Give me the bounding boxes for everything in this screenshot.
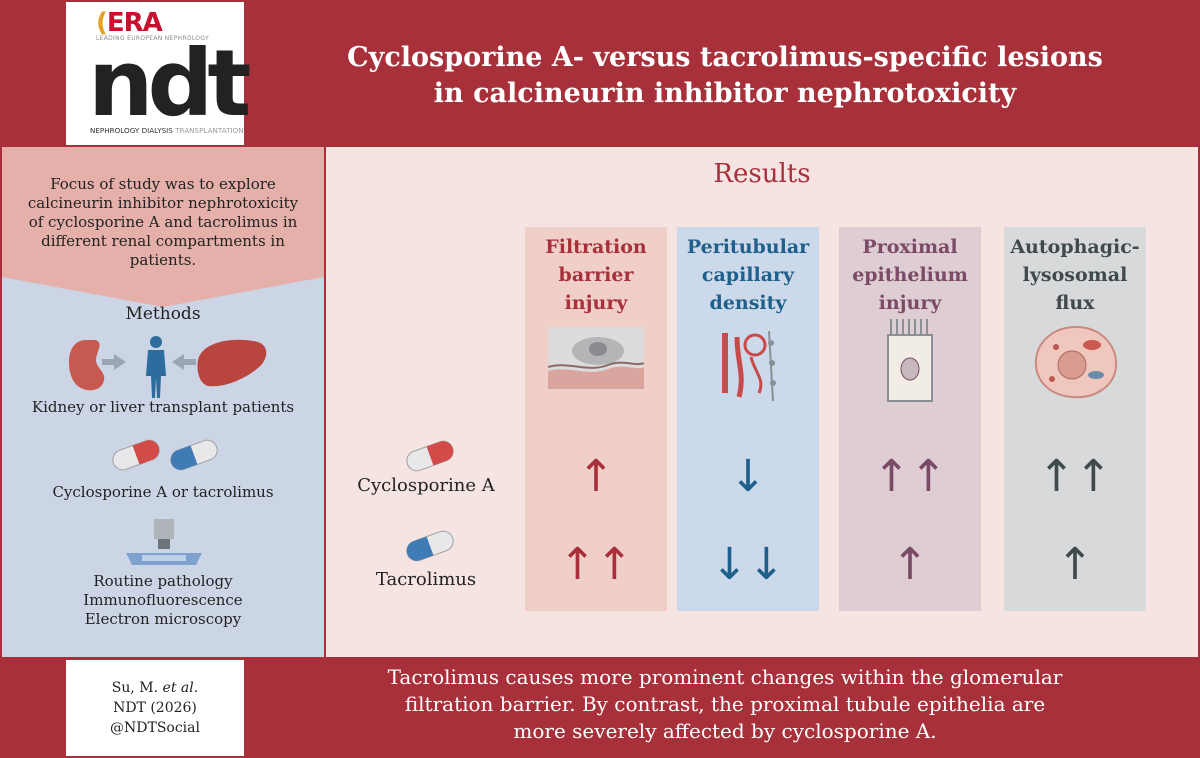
drugs-label: Cyclosporine A or tacrolimus bbox=[52, 483, 274, 501]
arrow-cyclosporine: ↑↑ bbox=[873, 451, 947, 502]
focus-arrow-tip bbox=[2, 277, 324, 307]
ndt-tagline: NEPHROLOGY DIALYSIS TRANSPLANTATION bbox=[90, 126, 244, 135]
red-capsule-icon bbox=[112, 439, 160, 471]
microscope-slide-icon bbox=[126, 519, 202, 565]
citation-journal: NDT (2026) bbox=[113, 700, 197, 716]
arrow-cyclosporine: ↑↑ bbox=[1038, 451, 1112, 502]
arrow-tacrolimus: ↑↑ bbox=[559, 539, 633, 590]
column-proximal-epithelium: Proximal epithelium injury ↑↑ ↑ bbox=[839, 227, 981, 611]
capillary-icon bbox=[722, 330, 776, 402]
column-heading: Filtration barrier injury bbox=[545, 236, 647, 314]
cell-organelles-icon bbox=[1034, 325, 1118, 399]
column-heading: Peritubular capillary density bbox=[686, 236, 810, 314]
column-filtration-barrier: Filtration barrier injury ↑ ↑↑ bbox=[525, 227, 667, 611]
column-heading: Proximal epithelium injury bbox=[852, 236, 968, 314]
methods-panel: Focus of study was to explore calcineuri… bbox=[2, 147, 324, 657]
era-tagline: LEADING EUROPEAN NEPHROLOGY bbox=[96, 35, 209, 42]
column-autophagic-lysosomal-flux: Autophagic- lysosomal flux ↑↑ ↑ bbox=[1004, 227, 1146, 611]
tacrolimus-capsule-icon bbox=[406, 530, 454, 562]
arrow-tacrolimus: ↑ bbox=[891, 539, 929, 590]
transplant-illustration bbox=[68, 336, 267, 398]
era-logo: (ERA bbox=[96, 8, 163, 38]
glomerular-barrier-icon bbox=[548, 327, 644, 389]
focus-text: Focus of study was to explore calcineuri… bbox=[27, 175, 299, 269]
focus-box bbox=[2, 147, 324, 277]
citation-handle: @NDTSocial bbox=[110, 720, 200, 736]
kidney-icon bbox=[68, 340, 105, 391]
blue-capsule-icon bbox=[170, 439, 218, 471]
arrow-cyclosporine: ↑ bbox=[577, 451, 615, 502]
capsules-illustration bbox=[112, 439, 218, 471]
methods-heading: Methods bbox=[125, 304, 201, 324]
results-panel: Results Cyclosporine A Tacrolimus Filtra… bbox=[326, 147, 1198, 657]
patients-label: Kidney or liver transplant patients bbox=[31, 398, 295, 416]
column-peritubular-capillary: Peritubular capillary density ↓ ↓↓ bbox=[677, 227, 819, 611]
page-title: Cyclosporine A- versus tacrolimus-specif… bbox=[347, 42, 1103, 109]
row-label-cyclosporine: Cyclosporine A bbox=[357, 475, 495, 496]
epithelial-cell-icon bbox=[887, 319, 933, 402]
citation-box: Su, M. et al. NDT (2026) @NDTSocial bbox=[66, 660, 244, 756]
conclusion-text: Tacrolimus causes more prominent changes… bbox=[387, 665, 1063, 743]
arrow-tacrolimus: ↓↓ bbox=[711, 539, 785, 590]
citation-author: Su, M. et al. bbox=[111, 680, 199, 696]
techniques-list: Routine pathology Immunofluorescence Ele… bbox=[83, 572, 243, 628]
ndt-wordmark: ndt bbox=[88, 30, 251, 137]
liver-icon bbox=[197, 339, 267, 387]
person-icon bbox=[150, 336, 162, 348]
arrow-tacrolimus: ↑ bbox=[1056, 539, 1094, 590]
results-heading: Results bbox=[713, 159, 811, 189]
arrow-cyclosporine: ↓ bbox=[729, 451, 767, 502]
column-heading: Autophagic- lysosomal flux bbox=[1010, 236, 1140, 314]
row-label-tacrolimus: Tacrolimus bbox=[375, 569, 477, 590]
arrow-left-icon bbox=[172, 354, 184, 370]
ndt-logo: (ERA LEADING EUROPEAN NEPHROLOGY ndt NEP… bbox=[66, 2, 251, 145]
cyclosporine-capsule-icon bbox=[406, 440, 454, 472]
